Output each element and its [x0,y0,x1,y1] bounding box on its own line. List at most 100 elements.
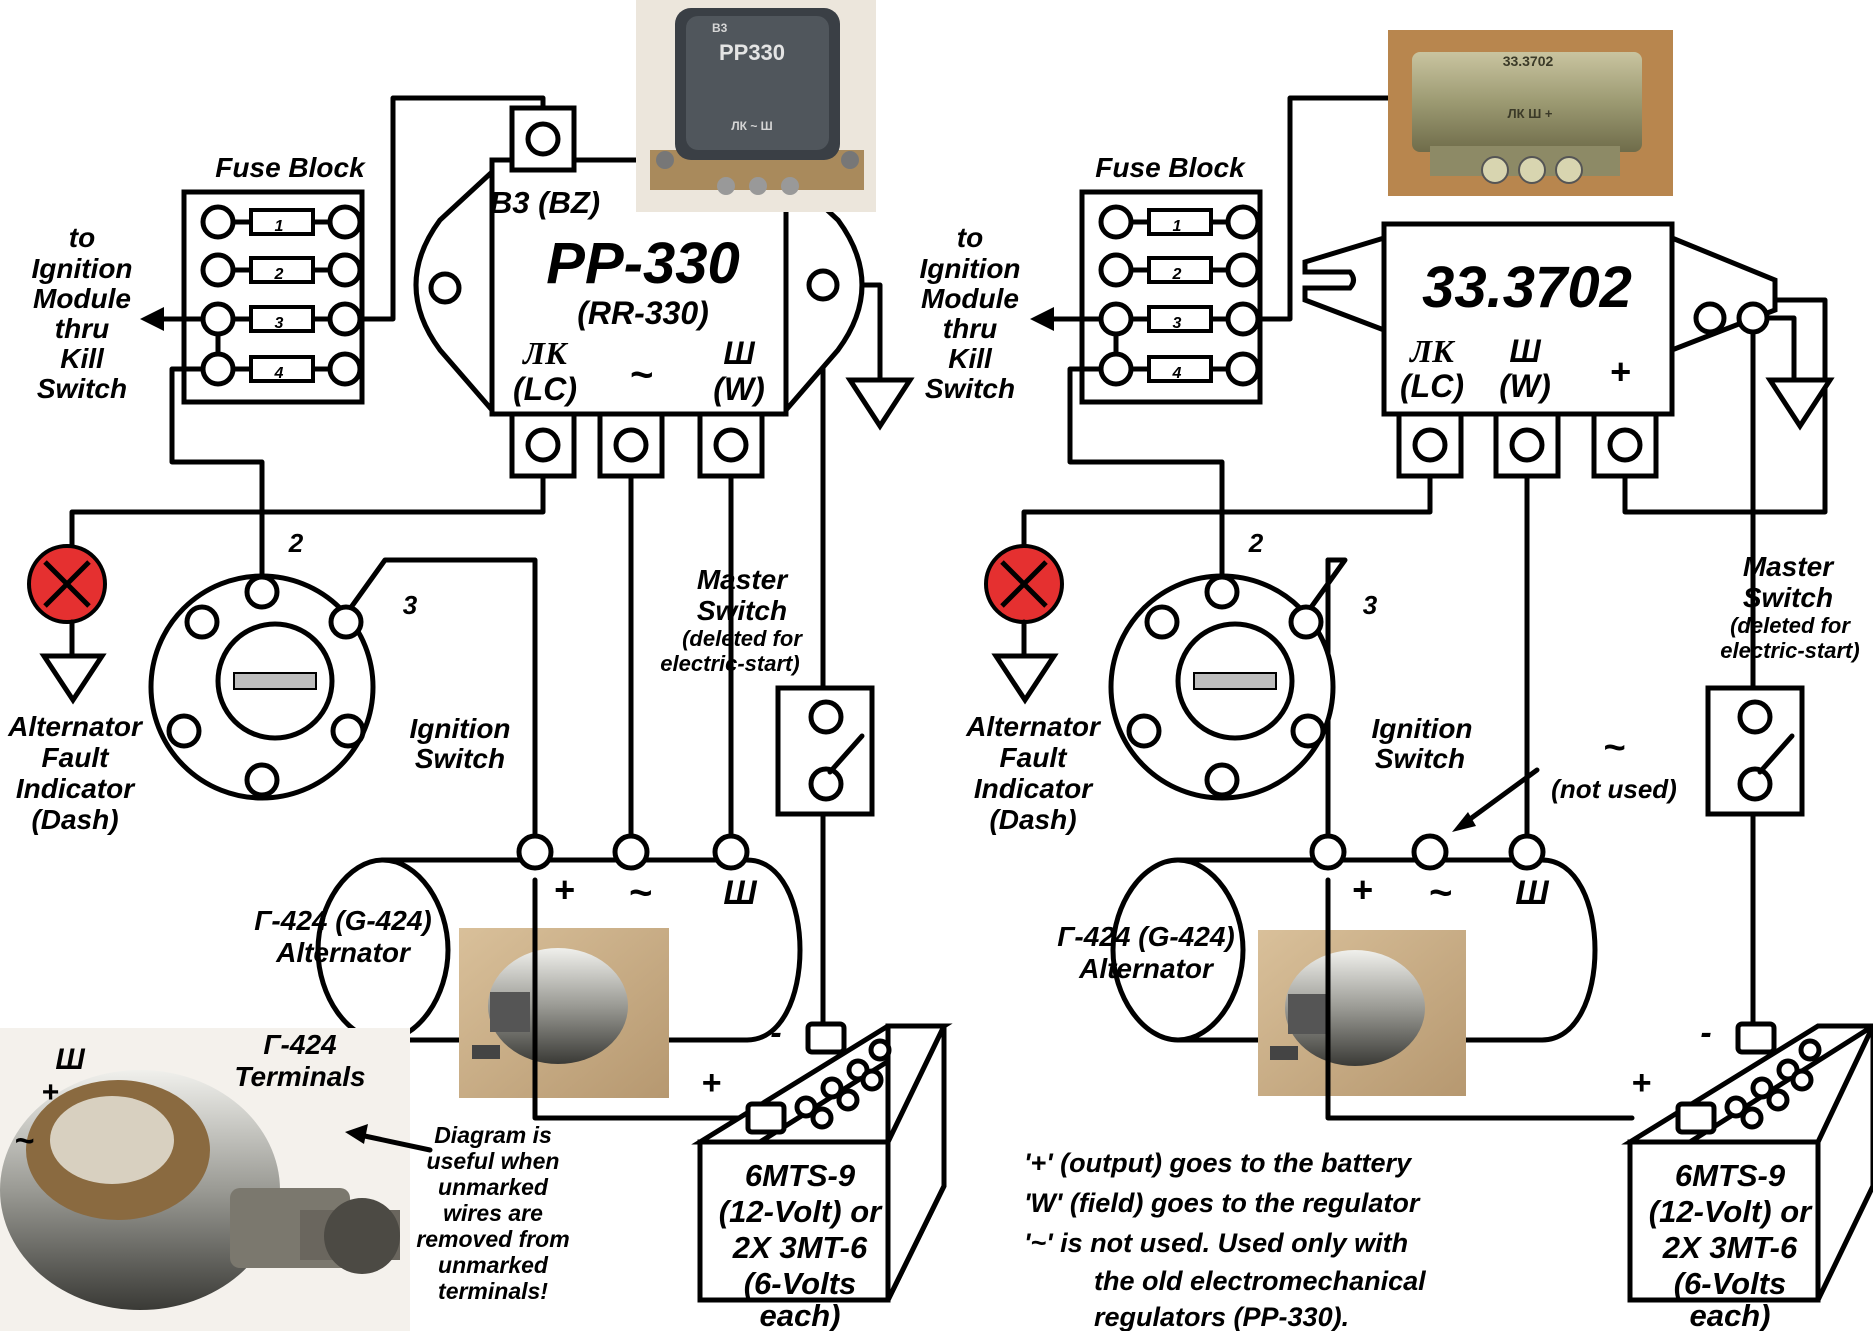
terminal-note-1: Diagram is [434,1122,552,1148]
left-fuse-3: 3 [200,301,363,337]
left-master-note-2: electric-start) [660,651,799,676]
terminal-note-2: useful when [427,1148,560,1174]
right-regulator-term-2-bottom: (W) [1499,368,1551,404]
right-battery-label-4: (6-Volts [1674,1266,1787,1301]
left-ignition-module-arrow: to Ignition Module thru Kill Switch [31,222,206,404]
left-battery-plus: + [701,1064,721,1102]
right-fuse-3-label: 3 [1173,315,1182,332]
right-wires [1021,95,1828,1121]
left-fuse-2-label: 2 [274,266,284,283]
left-alt-label-2: Alternator [275,937,412,968]
left-master-note-1: (deleted for [682,626,803,651]
right-arrow-label-3: Module [921,283,1019,314]
left-regulator-lc-terminal [525,427,561,463]
left-regulator-term-1-bottom: (LC) [513,371,577,407]
left-alt-label-1: Г-424 (G-424) [254,905,431,936]
left-arrow-label-1: to [69,222,95,253]
right-ignition-switch: 2 3 Ignition Switch [1108,528,1473,801]
right-fuse-1: 1 [1098,204,1261,240]
right-arrow-label-5: Kill [948,343,993,374]
left-fuse-3-label: 3 [275,315,284,332]
left-regulator-term-3-top: Ш [723,335,755,371]
right-not-used-text: (not used) [1551,774,1677,804]
left-regulator-w-terminal [713,427,749,463]
right-master-switch: Master Switch (deleted for electric-star… [1705,551,1860,817]
terminal-photo-mark-w: Ш [55,1043,85,1076]
right-photo-mark-2: ЛК Ш + [1508,106,1553,121]
right-fuse-4: 4 [1098,351,1261,387]
right-alternator: + ~ Ш Г-424 (G-424) Alternator [1057,833,1598,1096]
left-regulator-ac-terminal [613,427,649,463]
right-regulator-w-terminal [1509,427,1545,463]
right-ignition-label-2: Switch [1375,743,1465,774]
right-note-5: regulators (PP-330). [1094,1302,1349,1331]
left-fault-label-2: Fault [42,742,111,773]
right-master-label-2: Switch [1743,582,1833,613]
left-alt-plus-terminal [516,833,554,871]
left-alternator: + ~ Ш Г-424 (G-424) Alternator [254,833,803,1098]
right-not-used-label: ~ (not used) [1551,727,1677,804]
left-fault-label-3: Indicator [16,773,136,804]
left-ignition-pin-3: 3 [403,590,418,620]
left-fuse-block-title: Fuse Block [215,152,366,183]
right-alt-term-ac: ~ [1428,871,1451,915]
right-note-3: '~' is not used. Used only with [1024,1228,1408,1258]
right-alt-label-1: Г-424 (G-424) [1057,921,1234,952]
right-fault-label-4: (Dash) [989,804,1076,835]
left-arrow-label-6: Switch [37,373,127,404]
right-battery-label-5: each) [1690,1298,1771,1331]
right-fuse-3: 3 [1098,301,1261,337]
left-fuse-1: 1 [200,204,363,240]
right-note-2: 'W' (field) goes to the regulator [1024,1188,1421,1218]
left-diagram: Fuse Block 1 2 3 [0,0,953,1331]
right-fault-label-3: Indicator [974,773,1094,804]
right-alternator-photo [1258,930,1466,1096]
left-fuse-block: Fuse Block 1 2 3 [181,152,366,405]
right-fuse-block: Fuse Block 1 2 3 [1079,152,1263,405]
left-regulator-top-label: B3 (BZ) [490,185,600,220]
left-master-switch: Master Switch (deleted for electric-star… [660,564,875,817]
right-regulator-name: 33.3702 [1422,255,1632,320]
terminal-photo-mark-ac: ~ [14,1122,34,1160]
right-regulator-lc-terminal [1412,427,1448,463]
left-master-label-1: Master [697,564,789,595]
right-fuse-block-title: Fuse Block [1095,152,1246,183]
left-fault-indicator: Alternator Fault Indicator (Dash) [7,544,144,835]
right-battery-minus: - [1700,1014,1711,1052]
right-regulator: 33.3702 ЛК (LC) Ш (W) + [1302,221,1778,479]
right-regulator-term-1-top: ЛК [1408,333,1456,369]
left-alternator-photo [459,928,669,1098]
right-note-1: '+' (output) goes to the battery [1024,1148,1413,1178]
right-alt-plus-terminal [1309,833,1347,871]
left-arrow-label-3: Module [33,283,131,314]
right-fuse-4-label: 4 [1172,365,1182,382]
terminal-note-7: terminals! [438,1278,548,1304]
left-ignition-label-2: Switch [415,743,505,774]
right-regulator-term-2-top: Ш [1509,333,1541,369]
right-photo-mark-1: 33.3702 [1503,53,1554,69]
right-fuse-2-label: 2 [1172,266,1182,283]
left-ignition-pin-2: 2 [288,528,304,558]
left-fuse-4-label: 4 [274,365,284,382]
right-master-label-1: Master [1743,551,1835,582]
left-fuse-1-label: 1 [275,218,284,235]
right-battery: - + 6MTS-9 (12-Volt) or 2X 3MT-6 (6-Volt… [1621,1014,1873,1331]
left-terminal-photo: Ш + ~ Г-424 Terminals Diagram is useful … [0,1028,570,1331]
left-battery-label-2: (12-Volt) or [719,1194,883,1229]
right-battery-plus: + [1631,1064,1651,1102]
left-regulator-right-terminal [806,268,840,302]
left-alt-term-w: Ш [723,874,757,912]
left-ignition-switch: 2 3 Ignition Switch [148,528,511,801]
left-regulator-photo: B3 PP330 ЛК ~ Ш [636,0,876,212]
right-ignition-label-1: Ignition [1371,713,1472,744]
right-arrow-label-4: thru [943,313,997,344]
left-master-label-2: Switch [697,595,787,626]
terminal-photo-mark-plus: + [41,1076,59,1109]
right-master-note-2: electric-start) [1720,638,1859,663]
terminal-photo-title-1: Г-424 [263,1029,337,1060]
left-fuse-4: 4 [200,351,363,387]
left-photo-mark-1: B3 [712,21,728,35]
right-battery-label-2: (12-Volt) or [1649,1194,1813,1229]
right-note-4: the old electromechanical [1094,1266,1426,1296]
